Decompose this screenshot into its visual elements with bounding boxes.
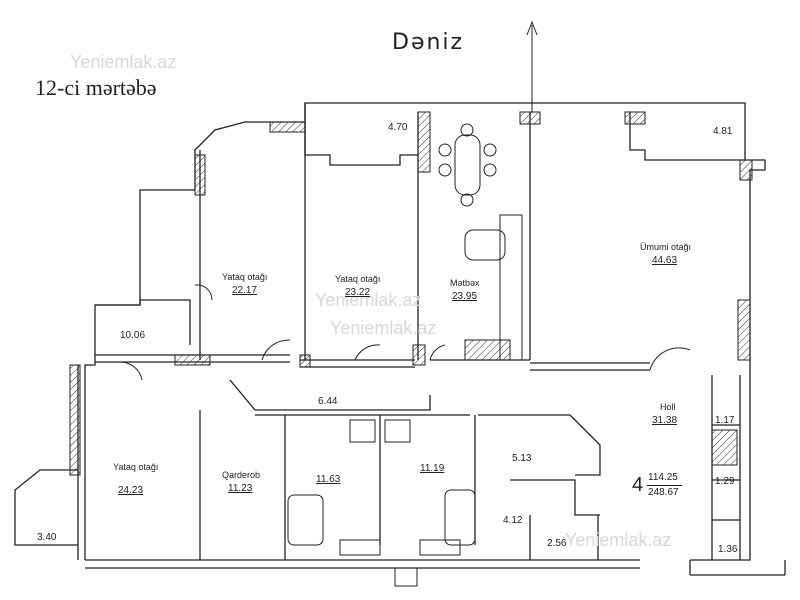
fraction-line: [647, 485, 682, 486]
room-name-bedroom1: Yataq otağı: [222, 272, 268, 282]
north-arrow: [526, 20, 538, 112]
apartment-area-living: 114.25: [648, 472, 678, 483]
room-area-bath1: 11.63: [316, 474, 341, 485]
watermark-center: Yeniemlak.az: [315, 290, 422, 310]
watermark-bottom: Yeniemlak.az: [565, 530, 672, 550]
hatched-walls: [69, 111, 753, 476]
room-area-kitchen: 23.95: [452, 291, 478, 302]
room-area-living: 44.63: [652, 255, 678, 266]
room-area-hall: 31.38: [652, 415, 678, 426]
area-storage-c: 2.56: [547, 538, 567, 549]
area-room-10: 10.06: [120, 330, 146, 341]
room-name-living: Ümumi otağı: [640, 242, 692, 252]
furniture: [119, 123, 691, 587]
room-name-wardrobe: Qarderob: [222, 470, 261, 480]
room-area-bedroom2: 23.22: [345, 287, 371, 298]
area-storage-b: 4.12: [503, 515, 523, 526]
apartment-number: 4: [632, 474, 644, 496]
room-area-bedroom1: 22.17: [232, 285, 258, 296]
sea-label: Dəniz: [392, 30, 465, 55]
area-side-b: 1.29: [715, 476, 735, 487]
area-balcony-a: 4.70: [388, 122, 408, 133]
area-balcony-c: 3.40: [37, 532, 57, 543]
room-name-bedroom2: Yataq otağı: [335, 274, 381, 284]
area-storage-a: 5.13: [512, 453, 532, 464]
floor-label: 12-ci mərtəbə: [35, 75, 157, 100]
area-side-a: 1.17: [715, 415, 735, 426]
area-corridor: 6.44: [318, 396, 338, 407]
room-name-kitchen: Mətbəx: [450, 278, 480, 288]
area-side-c: 1.36: [718, 544, 738, 555]
room-name-bedroom3: Yataq otağı: [113, 462, 159, 472]
room-area-wardrobe: 11.23: [228, 483, 253, 494]
area-balcony-b: 4.81: [713, 126, 733, 137]
watermark-top: Yeniemlak.az: [70, 52, 177, 72]
apartment-area-total: 248.67: [648, 487, 679, 498]
room-name-hall: Holl: [660, 402, 676, 412]
room-area-bedroom3: 24.23: [118, 485, 144, 496]
room-area-bath2: 11.19: [420, 463, 445, 474]
watermark-center-2: Yeniemlak.az: [330, 318, 437, 338]
